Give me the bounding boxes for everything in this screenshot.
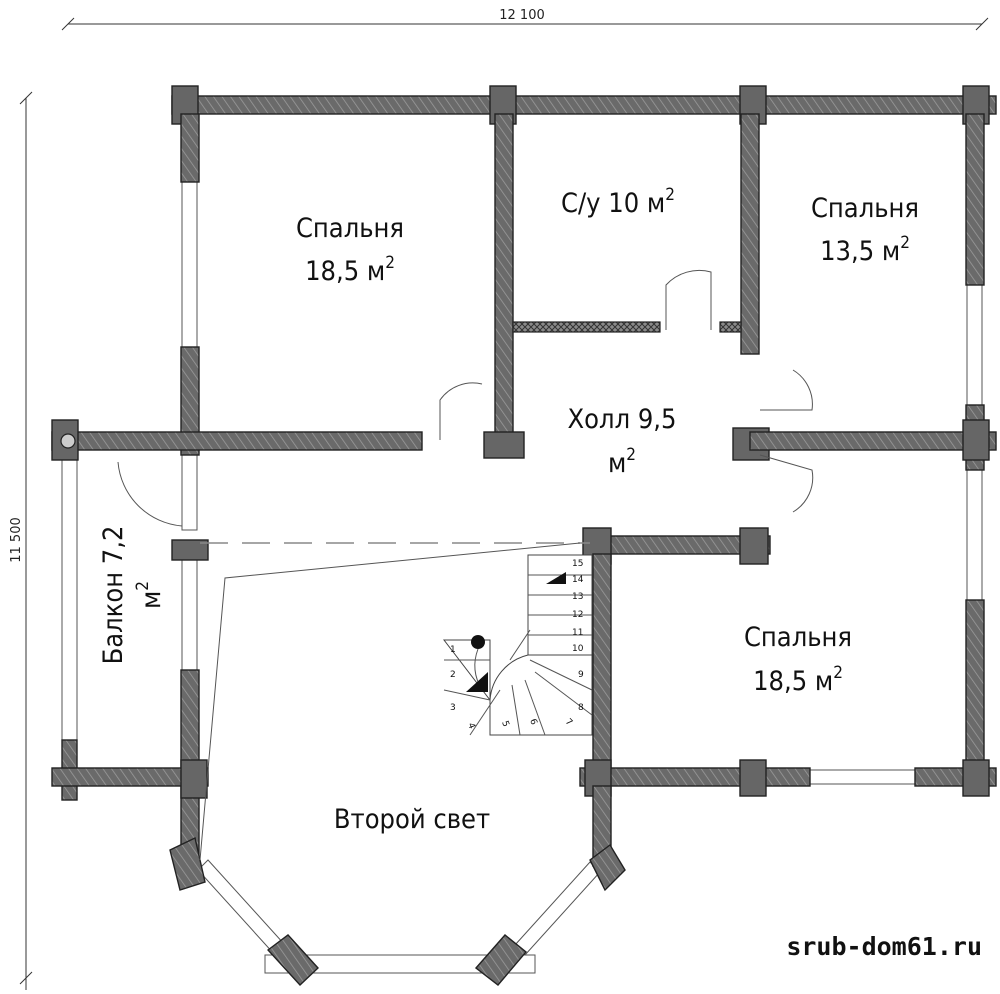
step-number: 10	[572, 644, 584, 654]
step-number: 5	[499, 720, 510, 729]
bathroom-partition-stub	[719, 321, 742, 333]
room-name: Второй свет	[334, 804, 490, 835]
staircase: 1 2 3 4 5 6 7 8 9 10 11 12 13 14 15	[442, 554, 593, 736]
step-number: 12	[572, 610, 583, 620]
room-balcony: Балкон 7,2 м2	[98, 526, 167, 665]
room-bathroom: С/у 10 м2	[561, 185, 675, 219]
site-watermark: srub-dom61.ru	[786, 932, 982, 961]
dimension-width-label: 12 100	[499, 8, 545, 23]
dimension-top: 12 100	[61, 8, 989, 31]
room-name: Спальня	[744, 622, 852, 653]
step-number: 6	[527, 718, 538, 727]
dimension-left: 11 500	[9, 91, 33, 990]
room-name: Спальня	[811, 193, 919, 224]
room-bedroom-ne: Спальня 13,5 м2	[811, 193, 919, 267]
stair-start-icon	[471, 635, 485, 649]
bathroom-partition	[512, 321, 661, 333]
step-number: 13	[572, 592, 583, 602]
step-number: 14	[572, 575, 584, 585]
room-area: м2	[608, 445, 636, 479]
room-name: С/у 10 м2	[561, 185, 675, 219]
room-name: Балкон 7,2	[98, 526, 129, 665]
step-number: 4	[465, 722, 476, 731]
stair-arrow-icon	[466, 672, 488, 692]
room-area: 18,5 м2	[305, 253, 395, 287]
step-number: 7	[563, 717, 574, 728]
stair-arrow-top-icon	[546, 572, 566, 584]
room-bedroom-nw: Спальня 18,5 м2	[296, 213, 404, 287]
step-number: 3	[450, 703, 456, 713]
dimension-height-label: 11 500	[9, 517, 24, 563]
room-second-light: Второй свет	[334, 804, 490, 835]
corner-post-icon	[60, 433, 76, 449]
step-number: 9	[578, 670, 584, 680]
room-area: 13,5 м2	[820, 233, 910, 267]
room-hall: Холл 9,5 м2	[568, 404, 677, 479]
room-bedroom-se: Спальня 18,5 м2	[744, 622, 852, 697]
room-area: 18,5 м2	[753, 663, 843, 697]
step-number: 2	[450, 670, 456, 680]
room-area: м2	[133, 581, 167, 609]
step-number: 15	[572, 559, 583, 569]
step-number: 1	[450, 645, 456, 655]
room-name: Холл 9,5	[568, 404, 677, 435]
step-number: 8	[578, 703, 584, 713]
second-light-outline	[199, 542, 581, 861]
walls	[51, 85, 997, 986]
doors	[117, 269, 814, 527]
room-name: Спальня	[296, 213, 404, 244]
step-number: 11	[572, 628, 583, 638]
